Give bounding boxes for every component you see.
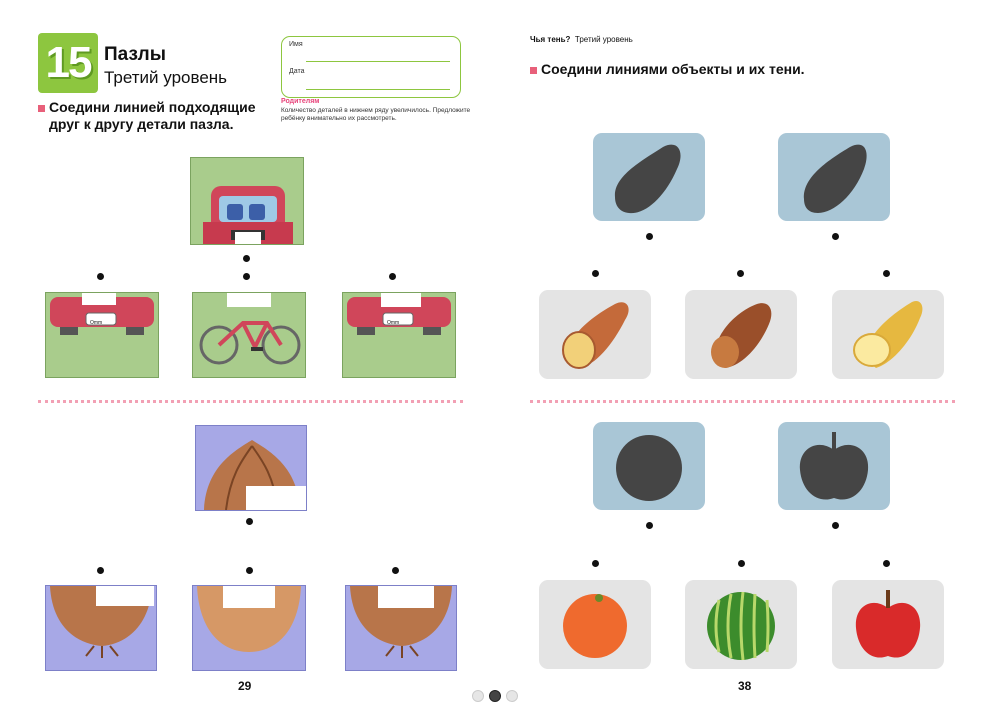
object-card-sweet-potato-3[interactable] [832,290,944,379]
shadow-card-3[interactable] [593,422,705,510]
bullet-square-icon [38,104,45,112]
connect-dot[interactable] [646,233,653,240]
connect-dot[interactable] [389,273,396,280]
puzzle-option-car-bottom-1[interactable]: Omm [45,292,159,378]
connect-dot[interactable] [97,273,104,280]
bullet-square-icon [530,66,537,74]
bicycle-icon [199,321,301,365]
puzzle-notch [96,586,154,606]
page-number-right: 38 [738,679,752,693]
puzzle-option-onion-bottom-2[interactable] [345,585,457,671]
instruction-line-1: Соедини линией подходящие [38,99,256,116]
date-field[interactable] [306,89,450,90]
puzzle-option-bicycle[interactable] [192,292,306,378]
instruction-line-2: друг к другу детали пазла. [49,116,234,132]
section-header: Чья тень? Третий уровень [530,35,633,44]
parents-heading: Родителям [281,98,320,105]
license-plate: Omm [387,320,400,326]
connect-dot[interactable] [392,567,399,574]
pager-dot-3[interactable] [506,690,518,702]
connect-dot[interactable] [883,270,890,277]
pager-dot-2-active[interactable] [489,690,501,702]
puzzle-notch [235,232,261,244]
connect-dot[interactable] [646,522,653,529]
sweet-potato-icon [711,303,772,368]
name-field[interactable] [306,61,450,62]
right-instruction: Соедини линиями объекты и их тени. [530,61,805,78]
car-bumper-icon [50,297,154,335]
connect-dot[interactable] [246,518,253,525]
sweet-potato-shadow-icon [614,144,681,214]
connect-dot[interactable] [832,233,839,240]
puzzle-car-top[interactable] [190,157,304,245]
connect-dot[interactable] [592,270,599,277]
puzzle-notch [378,586,434,608]
sweet-potato-icon [853,300,923,368]
connect-dot[interactable] [832,522,839,529]
puzzle-option-onion-bottom-1[interactable] [45,585,157,671]
puzzle-onion-top[interactable] [195,425,307,511]
object-card-apple[interactable] [832,580,944,669]
page-number-left: 29 [238,679,252,693]
puzzle-notch [223,586,275,608]
section-divider [530,400,955,403]
object-card-sweet-potato-1[interactable] [539,290,651,379]
name-date-box: Имя Дата [281,36,461,98]
object-card-watermelon[interactable] [685,580,797,669]
object-card-orange[interactable] [539,580,651,669]
license-plate: Omm [90,320,103,326]
connect-dot[interactable] [592,560,599,567]
connect-dot[interactable] [243,255,250,262]
lesson-number-badge: 15 [38,33,98,93]
connect-dot[interactable] [246,567,253,574]
section-divider [38,400,463,403]
puzzle-notch [381,293,421,307]
connect-dot[interactable] [243,273,250,280]
puzzle-option-bread[interactable] [192,585,306,671]
connect-dot[interactable] [97,567,104,574]
shadow-card-2[interactable] [778,133,890,221]
name-label: Имя [289,41,303,48]
sweet-potato-icon [562,302,629,369]
page-title: Пазлы [104,44,166,65]
connect-dot[interactable] [738,560,745,567]
puzzle-notch [246,486,306,510]
section-header-level: Третий уровень [574,35,633,44]
date-label: Дата [289,68,305,75]
pager-dot-1[interactable] [472,690,484,702]
orange-shadow-icon [616,435,682,501]
section-header-title: Чья тень? [530,35,571,44]
shadow-card-4[interactable] [778,422,890,510]
orange-icon [563,594,627,658]
watermelon-icon [707,591,775,661]
page-subtitle: Третий уровень [104,68,228,87]
apple-icon [855,590,921,658]
connect-dot[interactable] [883,560,890,567]
car-bumper-icon [347,297,451,335]
puzzle-option-car-bottom-2[interactable]: Omm [342,292,456,378]
object-card-sweet-potato-2[interactable] [685,290,797,379]
sweet-potato-shadow-icon [803,144,867,213]
puzzle-notch [227,293,271,307]
apple-shadow-icon [799,432,869,500]
puzzle-notch [82,293,116,305]
parents-note: Количество деталей в нижнем ряду увеличи… [281,107,471,122]
shadow-card-1[interactable] [593,133,705,221]
connect-dot[interactable] [737,270,744,277]
